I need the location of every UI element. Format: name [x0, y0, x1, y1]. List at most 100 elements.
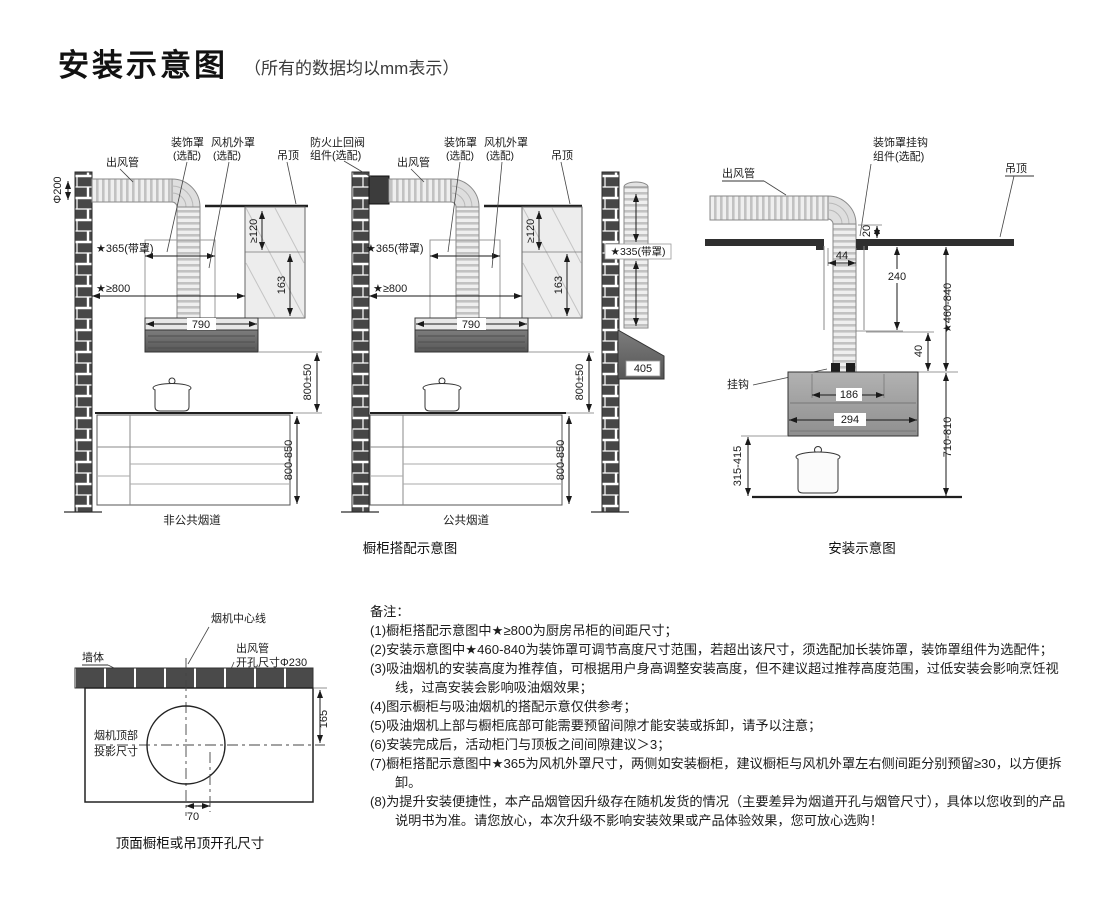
- dim-365-label: ★365(带罩): [366, 242, 424, 255]
- hood-body: [414, 329, 529, 353]
- ceiling-bar-left: [705, 239, 823, 246]
- dim-70-label: 70: [187, 811, 199, 823]
- dim-120-label: ≥120: [525, 219, 537, 243]
- notes-list: (1)橱柜搭配示意图中★≥800为厨房吊柜的间距尺寸； (2)安装示意图中★46…: [370, 621, 1070, 830]
- page-subtitle: （所有的数据均以mm表示）: [244, 59, 460, 78]
- note-item-3: (3)吸油烟机的安装高度为推荐值，可根据用户身高调整安装高度，但不建议超过推荐高…: [370, 661, 1059, 695]
- dim-120-label: ≥120: [248, 219, 260, 243]
- duct-vertical: [176, 206, 201, 319]
- dim-800pm-label: 800±50: [302, 364, 314, 401]
- ceiling-label: 吊顶: [1005, 162, 1027, 175]
- note-item-5: (5)吸油烟机上部与橱柜底部可能需要预留间隙才能安装或拆卸，请予以注意；: [370, 718, 822, 733]
- deco-hook-label2: 组件(选配): [873, 149, 924, 163]
- note-item-8: (8)为提升安装便捷性，本产品烟管因升级存在随机发货的情况（主要差异为烟道开孔与…: [370, 794, 1066, 828]
- wall-band: [74, 667, 314, 689]
- projection-label1: 烟机顶部: [94, 728, 138, 742]
- dim-294-label: 294: [841, 414, 859, 426]
- deco-hook-label: 装饰罩挂钩: [873, 135, 928, 149]
- duct-hole-label: 出风管: [236, 641, 269, 655]
- dim-40-label: 40: [913, 345, 925, 357]
- dim-800pm-label: 800±50: [574, 364, 586, 401]
- hood-centerline-label: 烟机中心线: [211, 611, 266, 625]
- page-header: 安装示意图 （所有的数据均以mm表示）: [58, 50, 459, 81]
- base-cabinet: [96, 414, 291, 506]
- page-title: 安装示意图: [58, 48, 228, 83]
- hook-label: 挂钩: [727, 377, 749, 391]
- note-item-4: (4)图示橱柜与吸油烟机的搭配示意仅供参考；: [370, 699, 637, 714]
- fan-cover-label: 风机外罩: [484, 135, 528, 149]
- dim-165-label: 165: [318, 710, 330, 728]
- base-cabinet: [369, 414, 563, 506]
- hook-bracket: [816, 239, 824, 250]
- fan-cover-label: 风机外罩: [211, 135, 255, 149]
- dim-335-label: ★335(带罩): [611, 246, 666, 258]
- duct-hole-size-label: 开孔尺寸Φ230: [236, 655, 307, 669]
- brick-wall: [351, 171, 370, 513]
- slant-hood-diagram: ★335(带罩) 405: [591, 171, 672, 513]
- duct-horizontal: [91, 178, 173, 203]
- hanging-hook: [846, 363, 855, 372]
- dim-405-label: 405: [634, 363, 652, 375]
- dim-163-label: 163: [553, 276, 565, 294]
- note-item-6: (6)安装完成后，活动柜门与顶板之间间隙建议＞3；: [370, 737, 671, 752]
- duct-hole-circle: [146, 705, 226, 785]
- dim-460-840-label: ★460-840: [942, 283, 954, 333]
- dim-800850-label: 800-850: [555, 440, 567, 480]
- dim-790-label: 790: [462, 319, 480, 331]
- pot-body: [424, 390, 460, 412]
- optional-label: (选配): [486, 149, 514, 162]
- duct-elbow: [827, 195, 857, 225]
- duct-label: 出风管: [397, 155, 430, 169]
- fire-valve-label: 防火止回阀: [310, 135, 365, 149]
- deco-cover-label: 装饰罩: [171, 135, 204, 149]
- dim-365-label: ★365(带罩): [96, 242, 154, 255]
- duct-vertical: [455, 206, 480, 319]
- ceiling-label: 吊顶: [551, 149, 573, 162]
- fire-check-valve: [368, 175, 390, 205]
- dim-790-label: 790: [192, 319, 210, 331]
- dim-240-label: 240: [888, 271, 906, 283]
- left-cabinet-diagram: Φ200 ≥120 163 ★365(带罩) ★≥800 790: [52, 135, 322, 527]
- optional-label: (选配): [173, 149, 201, 162]
- duct-horizontal: [388, 178, 452, 203]
- hood-body: [144, 329, 259, 353]
- duct-label: 出风管: [722, 166, 755, 180]
- brick-wall: [74, 171, 93, 513]
- brick-wall: [601, 171, 620, 513]
- duct-horizontal: [709, 195, 829, 221]
- cutout-diagram: 烟机中心线 出风管 开孔尺寸Φ230 墙体 70 烟机顶部 投影尺寸 165 顶…: [74, 611, 330, 851]
- pot-body: [154, 390, 190, 412]
- caption-noncommon-flue: 非公共烟道: [163, 513, 221, 527]
- caption-install-diagram: 安装示意图: [828, 540, 896, 556]
- dim-20-label: 20: [861, 225, 873, 237]
- projection-label2: 投影尺寸: [94, 744, 138, 758]
- install-diagram: 出风管 装饰罩挂钩 组件(选配) 吊顶 20: [705, 135, 1034, 499]
- note-item-1: (1)橱柜搭配示意图中★≥800为厨房吊柜的间距尺寸；: [370, 623, 678, 638]
- caption-cabinet-diagram: 橱柜搭配示意图: [363, 540, 458, 556]
- hook-bracket: [856, 239, 868, 250]
- dim-800850-label: 800-850: [283, 440, 295, 480]
- fire-valve-label2: 组件(选配): [310, 148, 361, 162]
- optional-label: (选配): [446, 149, 474, 162]
- dim-44-label: 44: [836, 250, 848, 262]
- middle-cabinet-diagram: ≥120 163 ★365(带罩) ★≥800 790 800±50: [310, 135, 594, 527]
- ceiling-label: 吊顶: [277, 149, 299, 162]
- dim-800-label: ★≥800: [373, 283, 407, 295]
- wall-label: 墙体: [82, 650, 104, 664]
- duct-elbow: [171, 178, 201, 208]
- hanging-hook: [831, 363, 840, 372]
- dim-phi200-label: Φ200: [52, 176, 64, 203]
- note-item-2: (2)安装示意图中★460-840为装饰罩可调节高度尺寸范围，若超出该尺寸，须选…: [370, 642, 1053, 657]
- duct-elbow: [450, 178, 480, 208]
- dim-186-label: 186: [840, 389, 858, 401]
- pot-body: [797, 459, 839, 494]
- deco-cover-label: 装饰罩: [444, 135, 477, 149]
- dim-800-label: ★≥800: [96, 283, 130, 295]
- dim-315-415-label: 315-415: [732, 446, 744, 486]
- notes-title: 备注：: [370, 604, 410, 619]
- dim-710-810-label: 710-810: [942, 417, 954, 457]
- duct-label: 出风管: [106, 155, 139, 169]
- duct-vertical: [832, 223, 857, 373]
- note-item-7: (7)橱柜搭配示意图中★365为风机外罩尺寸，两侧如安装橱柜，建议橱柜与风机外罩…: [370, 756, 1062, 790]
